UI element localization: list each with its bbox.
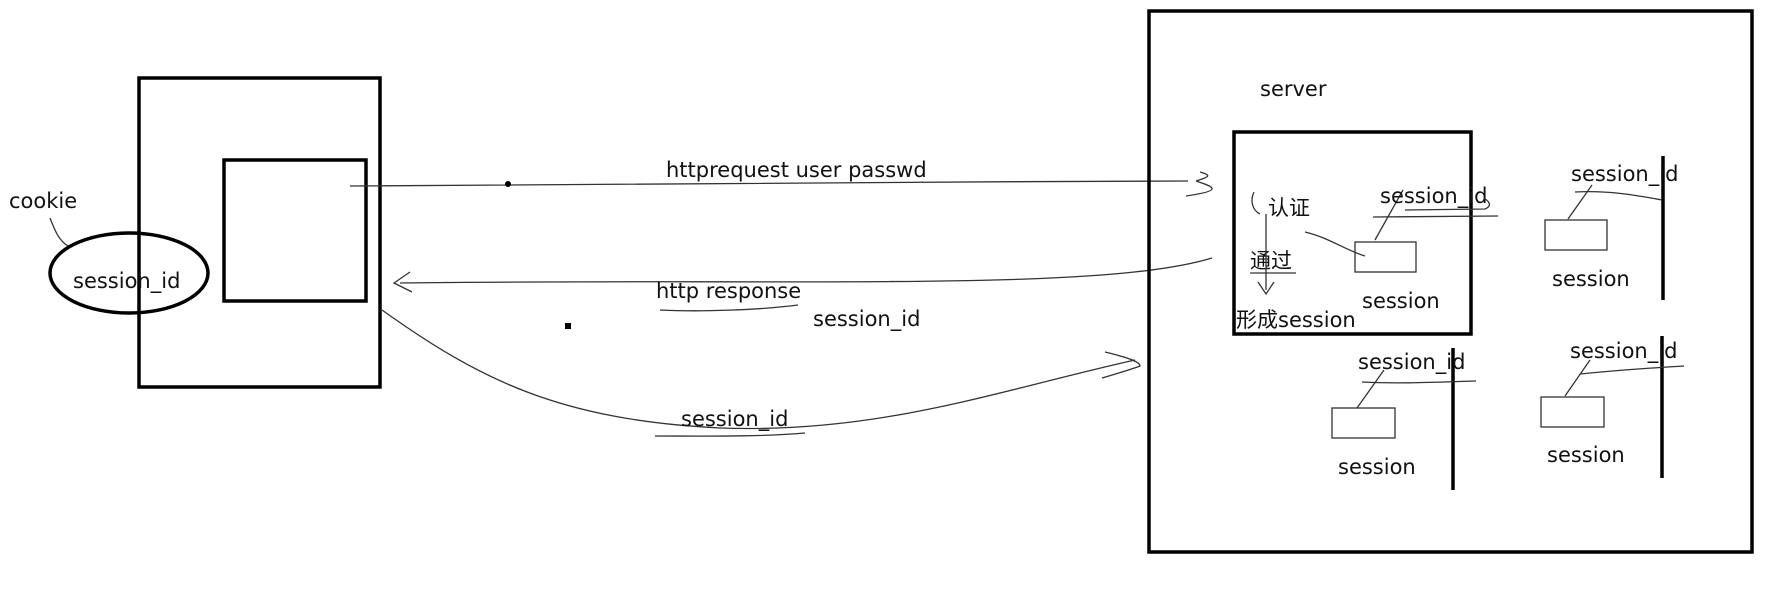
response-underline (659, 304, 799, 312)
response-arrow (399, 257, 1213, 284)
session-id-underline-1 (1372, 197, 1499, 218)
session-label-1: session (1362, 289, 1440, 313)
session-label-2: session (1552, 267, 1630, 291)
session-id-underline-4 (1579, 365, 1685, 375)
session-id-label-3: session_id (1358, 350, 1465, 375)
server-frame (1147, 9, 1754, 554)
cookie-session-id-label: session_id (73, 269, 180, 294)
auth-hook (1251, 191, 1261, 215)
response-mark (565, 323, 571, 329)
session-id-underline-2 (1574, 190, 1663, 201)
response-session-id-label: session_id (813, 307, 920, 332)
session-label-4: session (1547, 443, 1625, 467)
request-arrow (349, 180, 1189, 187)
session-box-3 (1331, 407, 1396, 439)
session-pointer-3 (1356, 369, 1385, 409)
client-frame (137, 76, 382, 389)
auth-box (1232, 130, 1473, 336)
auth-label: 认证 (1268, 196, 1310, 220)
create-session-label: 形成session (1236, 308, 1356, 332)
session-id-label-4: session_id (1570, 339, 1677, 364)
session-box-2 (1544, 219, 1608, 251)
response-arrowhead (392, 271, 413, 293)
session-box-4 (1540, 396, 1605, 428)
request-arrowhead (1185, 171, 1213, 197)
session-request-arrow (381, 309, 1136, 430)
cookie-ellipse (48, 231, 210, 315)
cookie-pointer (49, 217, 69, 247)
flow-arrow (1257, 214, 1275, 296)
pass-label: 通过 (1250, 249, 1292, 273)
session-label-3: session (1338, 455, 1416, 479)
session-request-label: session_id (681, 407, 788, 432)
request-dot (505, 181, 511, 187)
session-id-underline-3 (1361, 380, 1477, 384)
session-request-arrowhead (1101, 351, 1141, 379)
session-pointer-1 (1374, 189, 1404, 241)
request-label: httprequest user passwd (666, 158, 927, 182)
session-box-1 (1354, 241, 1417, 273)
session-id-label-1: session_id (1380, 184, 1487, 209)
session-id-label-2: session_id (1571, 162, 1678, 187)
session-request-underline (654, 432, 806, 437)
session-link-1 (1304, 231, 1366, 257)
response-label: http response (656, 279, 801, 303)
session-pointer-2 (1567, 184, 1593, 220)
client-inner-box (222, 158, 368, 303)
session-pointer-4 (1564, 359, 1591, 397)
cookie-label: cookie (9, 189, 77, 213)
server-title: server (1260, 77, 1327, 101)
